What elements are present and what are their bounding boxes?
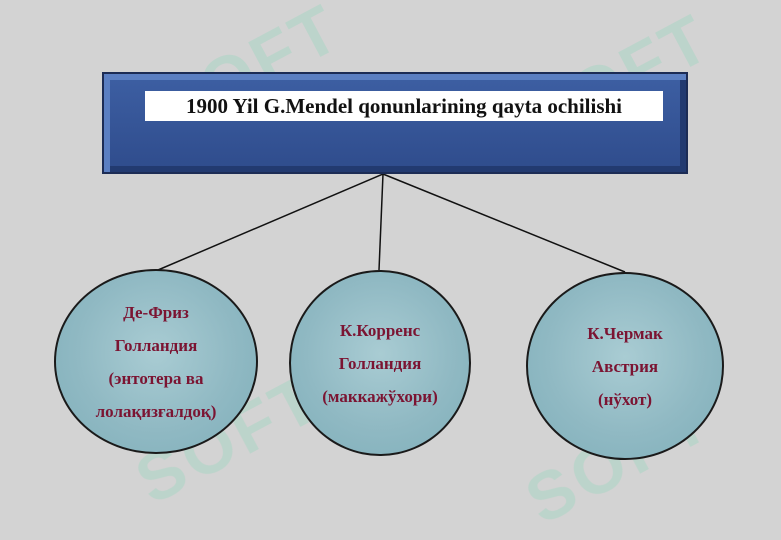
node-de-vries-line-1: Де-Фриз (123, 302, 189, 322)
node-correns-line-2: Голландия (338, 353, 422, 373)
node-correns-line-3: (маккажўхори) (322, 386, 438, 406)
connector-line-1 (157, 173, 384, 271)
node-de-vries-line-2: Голландия (114, 335, 198, 355)
node-tschermak: К.Чермак Австрия (нўхот) (526, 272, 724, 460)
connector-line-3 (382, 173, 626, 273)
node-correns: К.Корренс Голландия (маккажўхори) (289, 270, 471, 456)
node-de-vries-line-3: (энтотера ва (108, 368, 204, 388)
title-box (102, 72, 688, 174)
connector-line-2 (378, 173, 384, 271)
node-de-vries: Де-Фриз Голландия (энтотера ва лолақизға… (54, 269, 258, 454)
node-correns-line-1: К.Корренс (339, 320, 421, 340)
node-de-vries-line-4: лолақизғалдоқ) (95, 401, 217, 421)
node-tschermak-line-3: (нўхот) (597, 389, 653, 409)
diagram-title: 1900 Yil G.Mendel qonunlarining qayta oc… (145, 91, 663, 121)
node-tschermak-line-1: К.Чермак (587, 323, 663, 343)
node-tschermak-line-2: Австрия (591, 356, 659, 376)
